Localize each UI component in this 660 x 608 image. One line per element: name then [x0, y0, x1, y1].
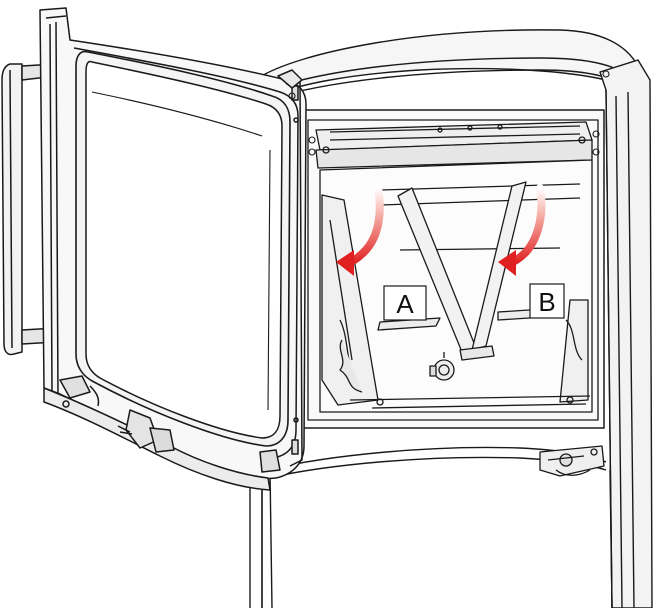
label-b-text: B	[538, 287, 555, 317]
open-door	[1, 7, 307, 491]
left-firebrick	[321, 194, 379, 406]
door-handle[interactable]	[1, 63, 23, 356]
top-cap	[257, 29, 641, 97]
baffle-plate-right	[471, 181, 527, 351]
right-firebrick	[559, 299, 589, 403]
curved-arrow-icon	[498, 184, 546, 276]
right-panel	[599, 59, 653, 608]
bolt-icon	[429, 352, 455, 381]
air-control-lever[interactable]	[539, 445, 605, 477]
label-a: A	[383, 285, 427, 321]
label-a-text: A	[396, 289, 414, 319]
label-b: B	[529, 283, 565, 319]
curved-arrow-icon	[336, 184, 384, 276]
